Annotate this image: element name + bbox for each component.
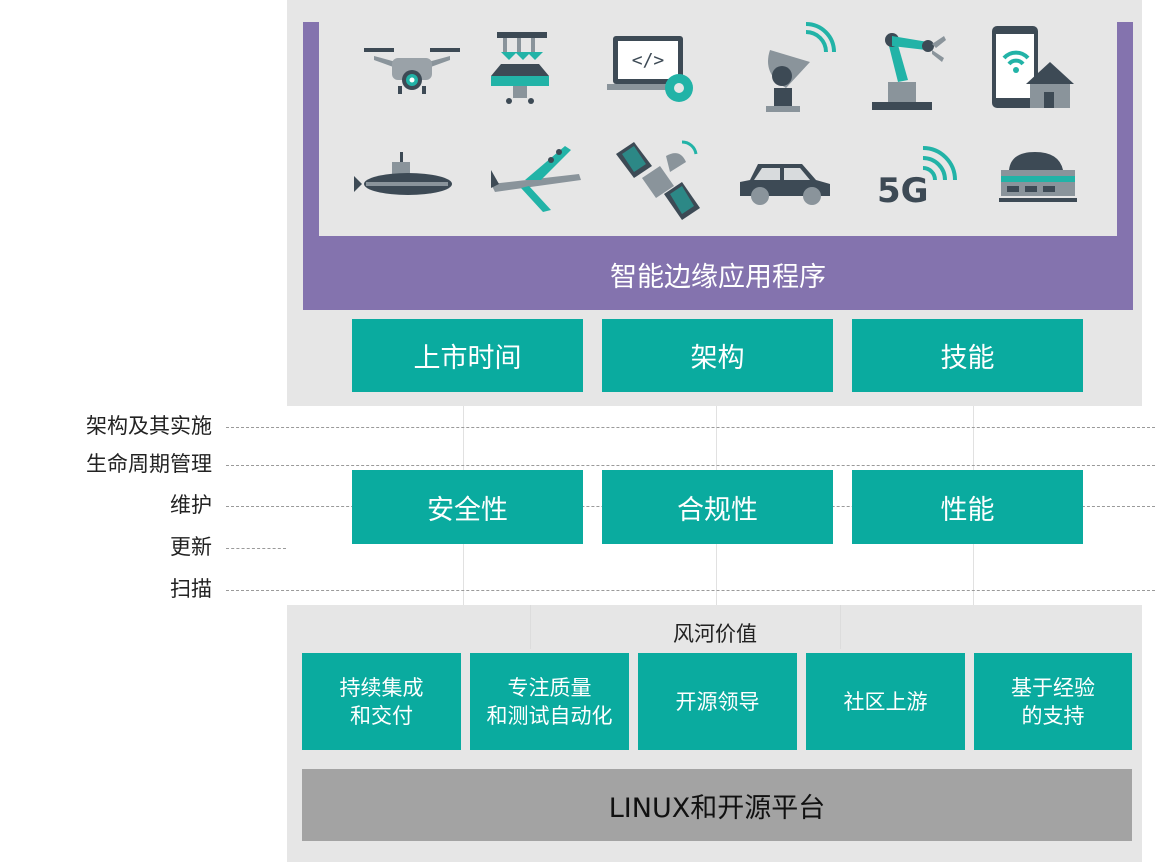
side-label-scan: 扫描 [170,577,212,601]
value-line: 专注质量 [507,675,592,700]
dashed-line [226,548,286,549]
value-box-community: 社区上游 [806,653,965,750]
value-line: 社区上游 [843,689,928,714]
side-label-maintenance: 维护 [170,493,212,517]
train-icon [995,140,1095,230]
box-security: 安全性 [352,470,583,544]
value-box-support: 基于经验 的支持 [974,653,1132,750]
value-line: 持续集成 [339,675,424,700]
submarine-icon [352,140,452,230]
dashed-line [226,590,1155,591]
edge-apps-title: 智能边缘应用程序 [610,261,826,293]
5g-signal-icon: 5G [873,140,973,230]
car-icon [736,140,836,230]
side-label-update: 更新 [170,535,212,559]
satellite-icon [610,138,710,228]
value-line: 和测试自动化 [486,703,613,728]
laptop-code-icon: </> [603,28,703,118]
drone-icon [362,28,462,118]
box-performance: 性能 [852,470,1083,544]
value-line: 的支持 [1021,703,1085,728]
value-line: 和交付 [350,703,413,728]
dashed-line [226,465,1155,466]
box-compliance: 合规性 [602,470,833,544]
box-time-to-market: 上市时间 [352,319,583,392]
box-skills: 技能 [852,319,1083,392]
box-architecture: 架构 [602,319,833,392]
smart-home-phone-icon [988,24,1088,114]
values-title: 风河价值 [673,622,757,646]
robot-arm-icon [868,22,968,112]
edge-apps-icon-area [319,22,1117,236]
divider-line [840,605,841,649]
value-box-ci-cd: 持续集成 和交付 [302,653,461,750]
dashed-line [226,427,1155,428]
assembly-robot-icon [487,28,587,118]
satellite-dish-icon [752,22,852,112]
side-label-architecture: 架构及其实施 [86,414,212,438]
svg-text:</>: </> [632,50,665,71]
platform-bar: LINUX和开源平台 [302,769,1132,841]
side-label-lifecycle: 生命周期管理 [86,452,212,476]
value-box-quality: 专注质量 和测试自动化 [470,653,629,750]
value-box-open-source: 开源领导 [638,653,797,750]
value-line: 基于经验 [1011,675,1095,700]
value-line: 开源领导 [675,689,760,714]
5g-text: 5G [877,171,929,211]
divider-line [530,605,531,649]
airplane-icon [485,140,585,230]
